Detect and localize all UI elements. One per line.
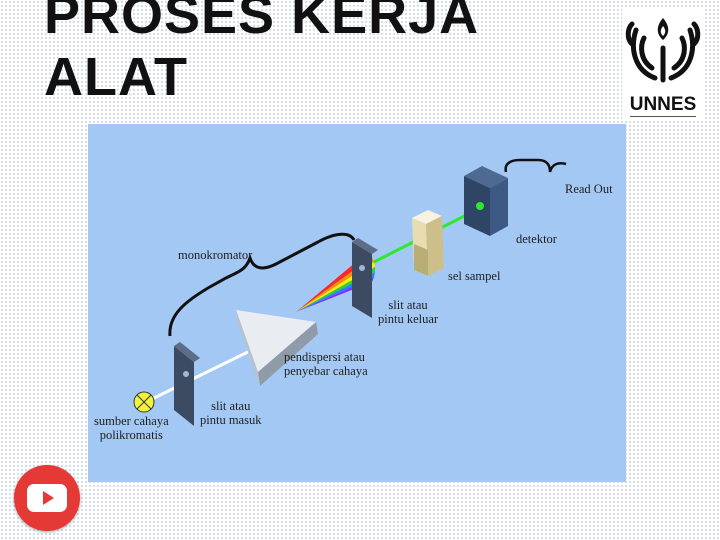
label-sel-sampel: sel sampel [448,269,501,283]
label-entrance-slit-line-2: pintu masuk [200,413,262,427]
light-source [133,391,155,413]
logo-text: UNNES [629,94,697,115]
label-light-source-line-1: sumber cahaya [94,414,169,428]
label-light-source: sumber cahaya polikromatis [94,414,169,442]
unnes-emblem-icon [625,18,701,83]
detector-box [464,166,508,236]
title-line-2: ALAT [44,47,188,107]
label-read-out: Read Out [565,182,613,196]
label-entrance-slit-line-1: slit atau [211,399,251,413]
label-exit-slit-line-2: pintu keluar [378,312,439,326]
label-exit-slit: slit atau pintu keluar [378,298,438,326]
entrance-slit [174,342,200,426]
readout-bracket [504,158,567,173]
white-beam [145,344,261,404]
label-prism-line-1: pendispersi atau [284,350,365,364]
label-detektor: detektor [516,232,557,246]
slide-title: PROSES KERJA ALAT [44,0,479,108]
label-exit-slit-line-1: slit atau [388,298,428,312]
sample-cell [412,210,444,276]
label-light-source-line-2: polikromatis [99,428,163,442]
monokromator-brace [168,232,356,337]
logo-underline [630,116,696,117]
youtube-play-icon [27,484,67,512]
play-triangle-icon [43,491,54,505]
label-prism-line-2: penyebar cahaya [284,364,368,378]
youtube-play-button[interactable] [14,465,80,531]
exit-slit [352,238,378,318]
label-prism: pendispersi atau penyebar cahaya [284,350,368,378]
label-entrance-slit: slit atau pintu masuk [200,399,261,427]
spectrophotometer-diagram: monokromator Read Out detektor sel sampe… [88,124,626,482]
prism [236,310,318,386]
label-monokromator: monokromator [178,248,253,262]
unnes-logo: UNNES [622,8,704,120]
title-line-1: PROSES KERJA [44,0,480,45]
diagram-graphic [133,158,567,426]
